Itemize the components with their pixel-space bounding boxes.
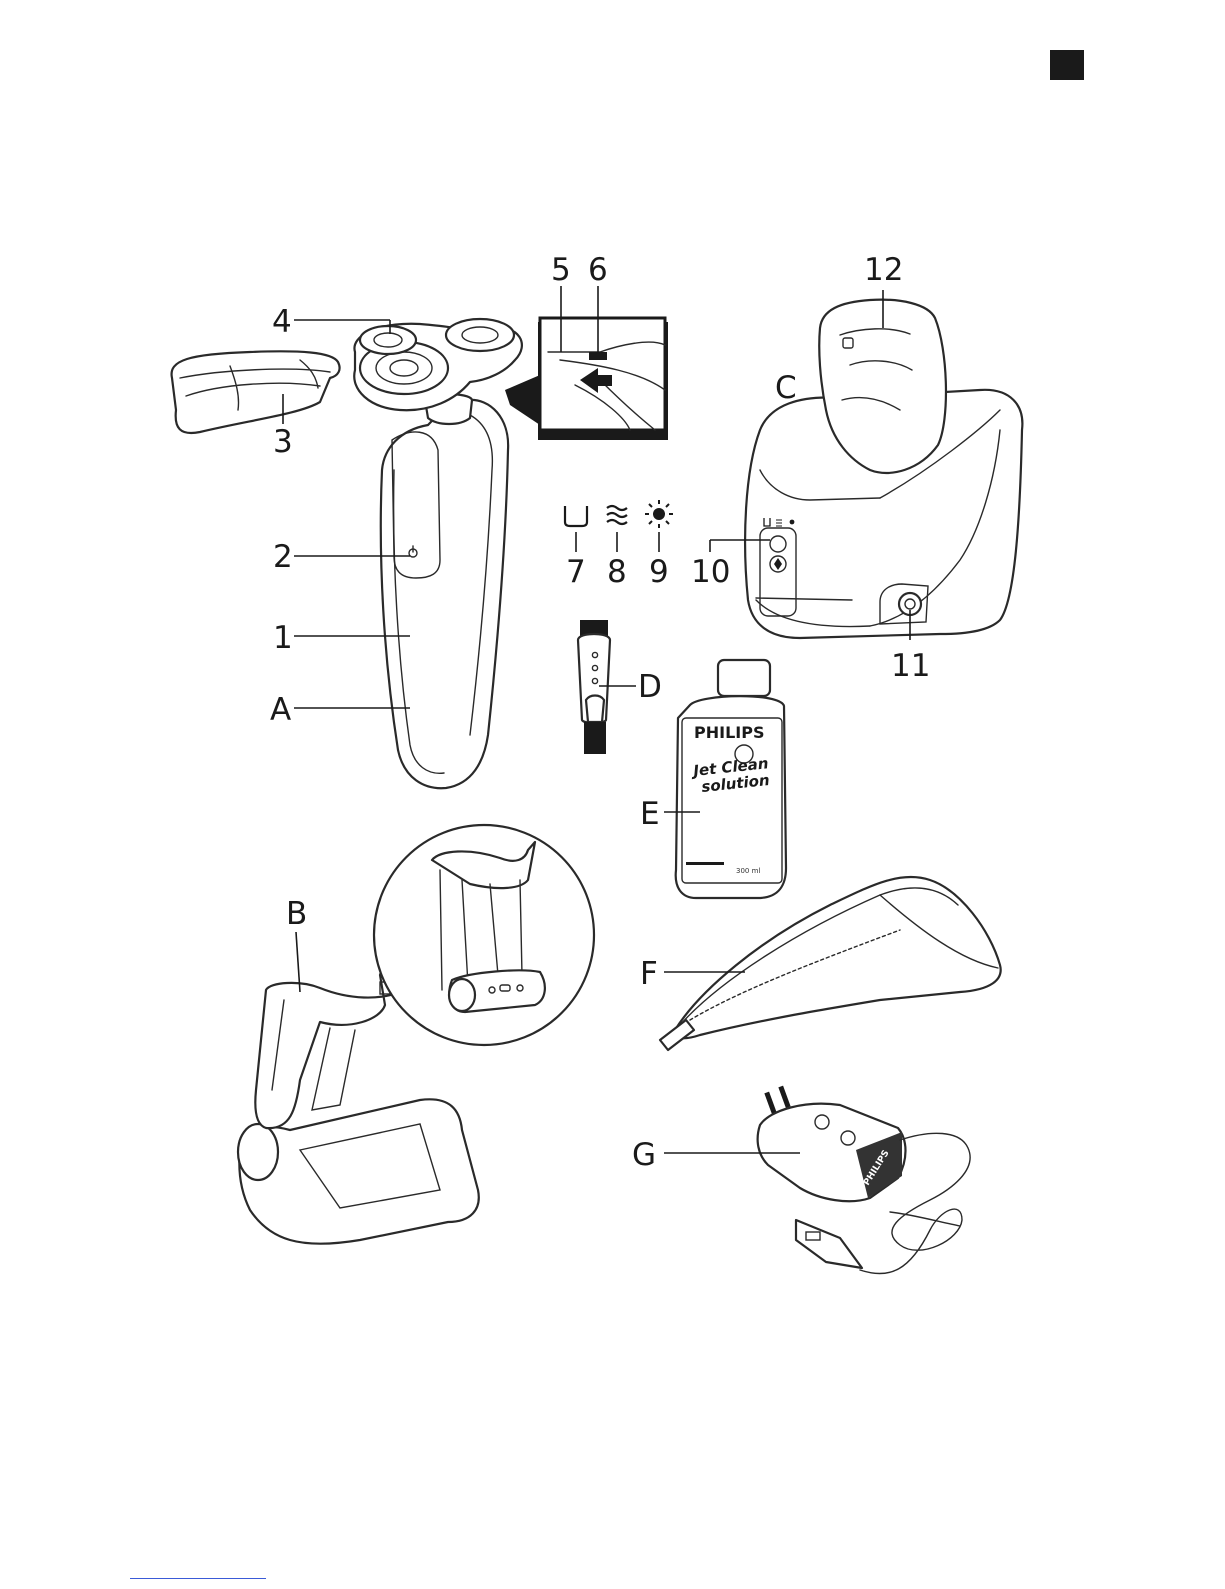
label-2: 2 — [273, 539, 293, 575]
label-E: E — [640, 796, 660, 832]
label-G: G — [632, 1137, 656, 1173]
label-5: 5 — [551, 252, 571, 288]
stand-detail-circle — [374, 825, 594, 1045]
bottle-brand: PHILIPS — [694, 723, 764, 742]
cleaning-unit-illustration — [745, 300, 1022, 638]
label-F: F — [640, 956, 658, 992]
label-8: 8 — [607, 554, 627, 590]
label-B: B — [286, 896, 307, 932]
label-C: C — [775, 370, 797, 406]
label-12: 12 — [864, 252, 903, 288]
label-A: A — [270, 692, 291, 728]
footer-link-underline[interactable] — [130, 1578, 266, 1579]
shaver-illustration — [354, 319, 522, 788]
protection-cap-illustration — [172, 351, 340, 433]
label-9: 9 — [649, 554, 669, 590]
sun-icon — [645, 500, 673, 528]
label-1: 1 — [273, 620, 293, 656]
waves-icon — [607, 506, 627, 524]
label-3: 3 — [273, 424, 293, 460]
label-4: 4 — [272, 304, 292, 340]
label-10: 10 — [691, 554, 730, 590]
label-7: 7 — [566, 554, 586, 590]
square-marker-icon — [1050, 50, 1084, 80]
bottle-volume: 300 ml — [736, 867, 760, 875]
cartridge-icon — [565, 506, 587, 526]
status-icons — [565, 500, 673, 528]
pouch-illustration — [660, 877, 1001, 1050]
label-D: D — [638, 669, 662, 705]
cleaning-brush-illustration — [578, 620, 610, 754]
label-6: 6 — [588, 252, 608, 288]
label-11: 11 — [891, 648, 930, 684]
detail-inset — [505, 318, 668, 440]
